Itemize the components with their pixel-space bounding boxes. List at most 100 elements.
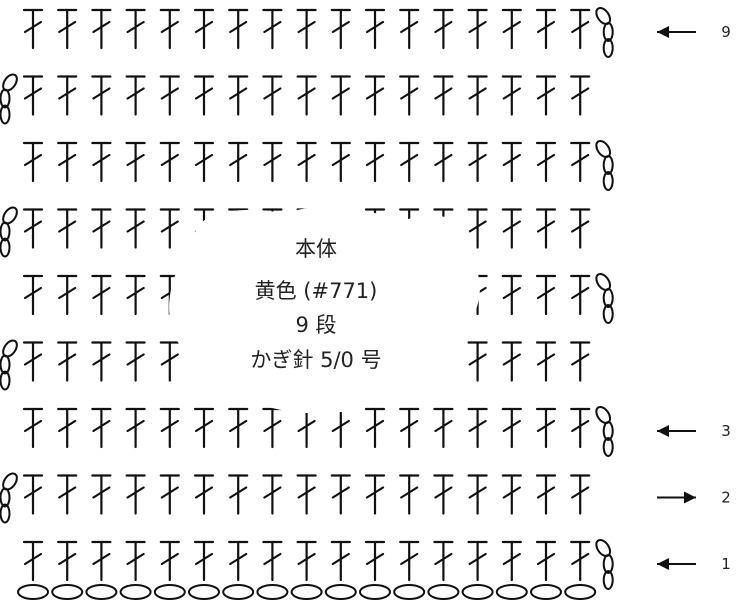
double-crochet-symbol: [467, 75, 488, 116]
double-crochet-symbol: [193, 141, 215, 183]
double-crochet-symbol: [159, 407, 180, 449]
chain-stitch-symbol: [85, 584, 118, 600]
double-crochet-symbol: [22, 540, 44, 582]
double-crochet-symbol: [91, 540, 112, 582]
double-crochet-symbol: [159, 8, 180, 50]
double-crochet-symbol: [535, 407, 557, 449]
double-crochet-symbol: [159, 474, 180, 515]
double-crochet-symbol: [570, 474, 591, 515]
label-rows: 9 段: [295, 313, 336, 337]
double-crochet-symbol: [330, 8, 351, 50]
turning-chain-symbol: [595, 6, 614, 58]
double-crochet-symbol: [501, 75, 522, 116]
turning-chain-symbol: [595, 139, 614, 191]
double-crochet-symbol: [501, 274, 522, 316]
double-crochet-symbol: [262, 540, 283, 582]
double-crochet-symbol: [22, 407, 44, 449]
double-crochet-symbol: [433, 8, 454, 50]
double-crochet-symbol: [501, 474, 522, 515]
double-crochet-symbol: [330, 75, 351, 116]
double-crochet-symbol: [330, 141, 351, 183]
center-label: 本体 黄色 (#771) 9 段 かぎ針 5/0 号: [250, 237, 381, 372]
double-crochet-symbol: [501, 341, 522, 382]
double-crochet-symbol: [91, 141, 112, 183]
double-crochet-symbol: [535, 540, 557, 582]
double-crochet-symbol: [570, 407, 591, 449]
double-crochet-symbol: [433, 474, 454, 515]
double-crochet-symbol: [91, 274, 112, 316]
chain-stitch-symbol: [324, 584, 357, 600]
double-crochet-symbol: [125, 75, 146, 116]
chain-stitch-symbol: [393, 584, 426, 600]
double-crochet-symbol: [91, 208, 112, 249]
double-crochet-symbol: [535, 274, 557, 316]
double-crochet-symbol: [570, 141, 591, 183]
double-crochet-symbol: [125, 141, 146, 183]
double-crochet-symbol: [364, 474, 386, 515]
double-crochet-symbol: [159, 75, 180, 116]
chain-stitch-symbol: [564, 584, 597, 600]
double-crochet-symbol: [501, 208, 522, 249]
row-number-label: 3: [721, 422, 731, 440]
double-crochet-symbol: [228, 141, 249, 183]
chain-stitch-symbol: [256, 584, 289, 600]
double-crochet-symbol: [262, 75, 283, 116]
foundation-chain-row: [17, 584, 597, 600]
double-crochet-symbol: [296, 75, 317, 116]
double-crochet-symbol: [57, 341, 78, 382]
chain-stitch-symbol: [290, 584, 323, 600]
chain-stitch-symbol: [530, 584, 562, 600]
double-crochet-symbol: [535, 474, 557, 515]
double-crochet-symbol: [570, 75, 591, 116]
double-crochet-symbol: [91, 341, 112, 382]
row-number-label: 2: [721, 489, 731, 507]
double-crochet-symbol: [193, 8, 215, 50]
double-crochet-symbol: [57, 75, 78, 116]
double-crochet-symbol: [125, 8, 146, 50]
double-crochet-symbol: [91, 474, 112, 515]
double-crochet-symbol: [193, 540, 215, 582]
double-crochet-symbol: [433, 141, 454, 183]
double-crochet-symbol: [57, 540, 78, 582]
double-crochet-symbol: [399, 8, 420, 50]
double-crochet-symbol: [399, 474, 420, 515]
double-crochet-symbol: [501, 8, 522, 50]
double-crochet-symbol: [330, 407, 351, 449]
double-crochet-symbol: [125, 540, 146, 582]
double-crochet-symbol: [91, 8, 112, 50]
double-crochet-symbol: [535, 8, 557, 50]
double-crochet-symbol: [364, 407, 386, 449]
chain-stitch-symbol: [427, 584, 460, 600]
double-crochet-symbol: [193, 407, 215, 449]
double-crochet-symbol: [501, 407, 522, 449]
double-crochet-symbol: [57, 274, 78, 316]
chain-stitch-symbol: [359, 584, 391, 600]
double-crochet-symbol: [364, 141, 386, 183]
double-crochet-symbol: [125, 474, 146, 515]
double-crochet-symbol: [193, 474, 215, 515]
double-crochet-symbol: [399, 407, 420, 449]
double-crochet-symbol: [57, 141, 78, 183]
double-crochet-symbol: [364, 75, 386, 116]
double-crochet-symbol: [535, 141, 557, 183]
double-crochet-symbol: [467, 141, 488, 183]
double-crochet-symbol: [570, 274, 591, 316]
row-marker-9: 9: [657, 23, 731, 41]
double-crochet-symbol: [535, 341, 557, 382]
double-crochet-symbol: [228, 540, 249, 582]
double-crochet-symbol: [193, 75, 215, 116]
double-crochet-symbol: [57, 407, 78, 449]
label-title: 本体: [295, 237, 337, 261]
double-crochet-symbol: [535, 208, 557, 249]
chain-stitch-symbol: [51, 584, 84, 600]
turning-chain-symbol: [595, 405, 614, 457]
chain-stitch-symbol: [188, 584, 220, 600]
double-crochet-symbol: [22, 274, 44, 316]
turning-chain-symbol: [595, 272, 614, 324]
double-crochet-symbol: [125, 341, 146, 382]
double-crochet-symbol: [433, 407, 454, 449]
double-crochet-symbol: [125, 208, 146, 249]
double-crochet-symbol: [262, 474, 283, 515]
